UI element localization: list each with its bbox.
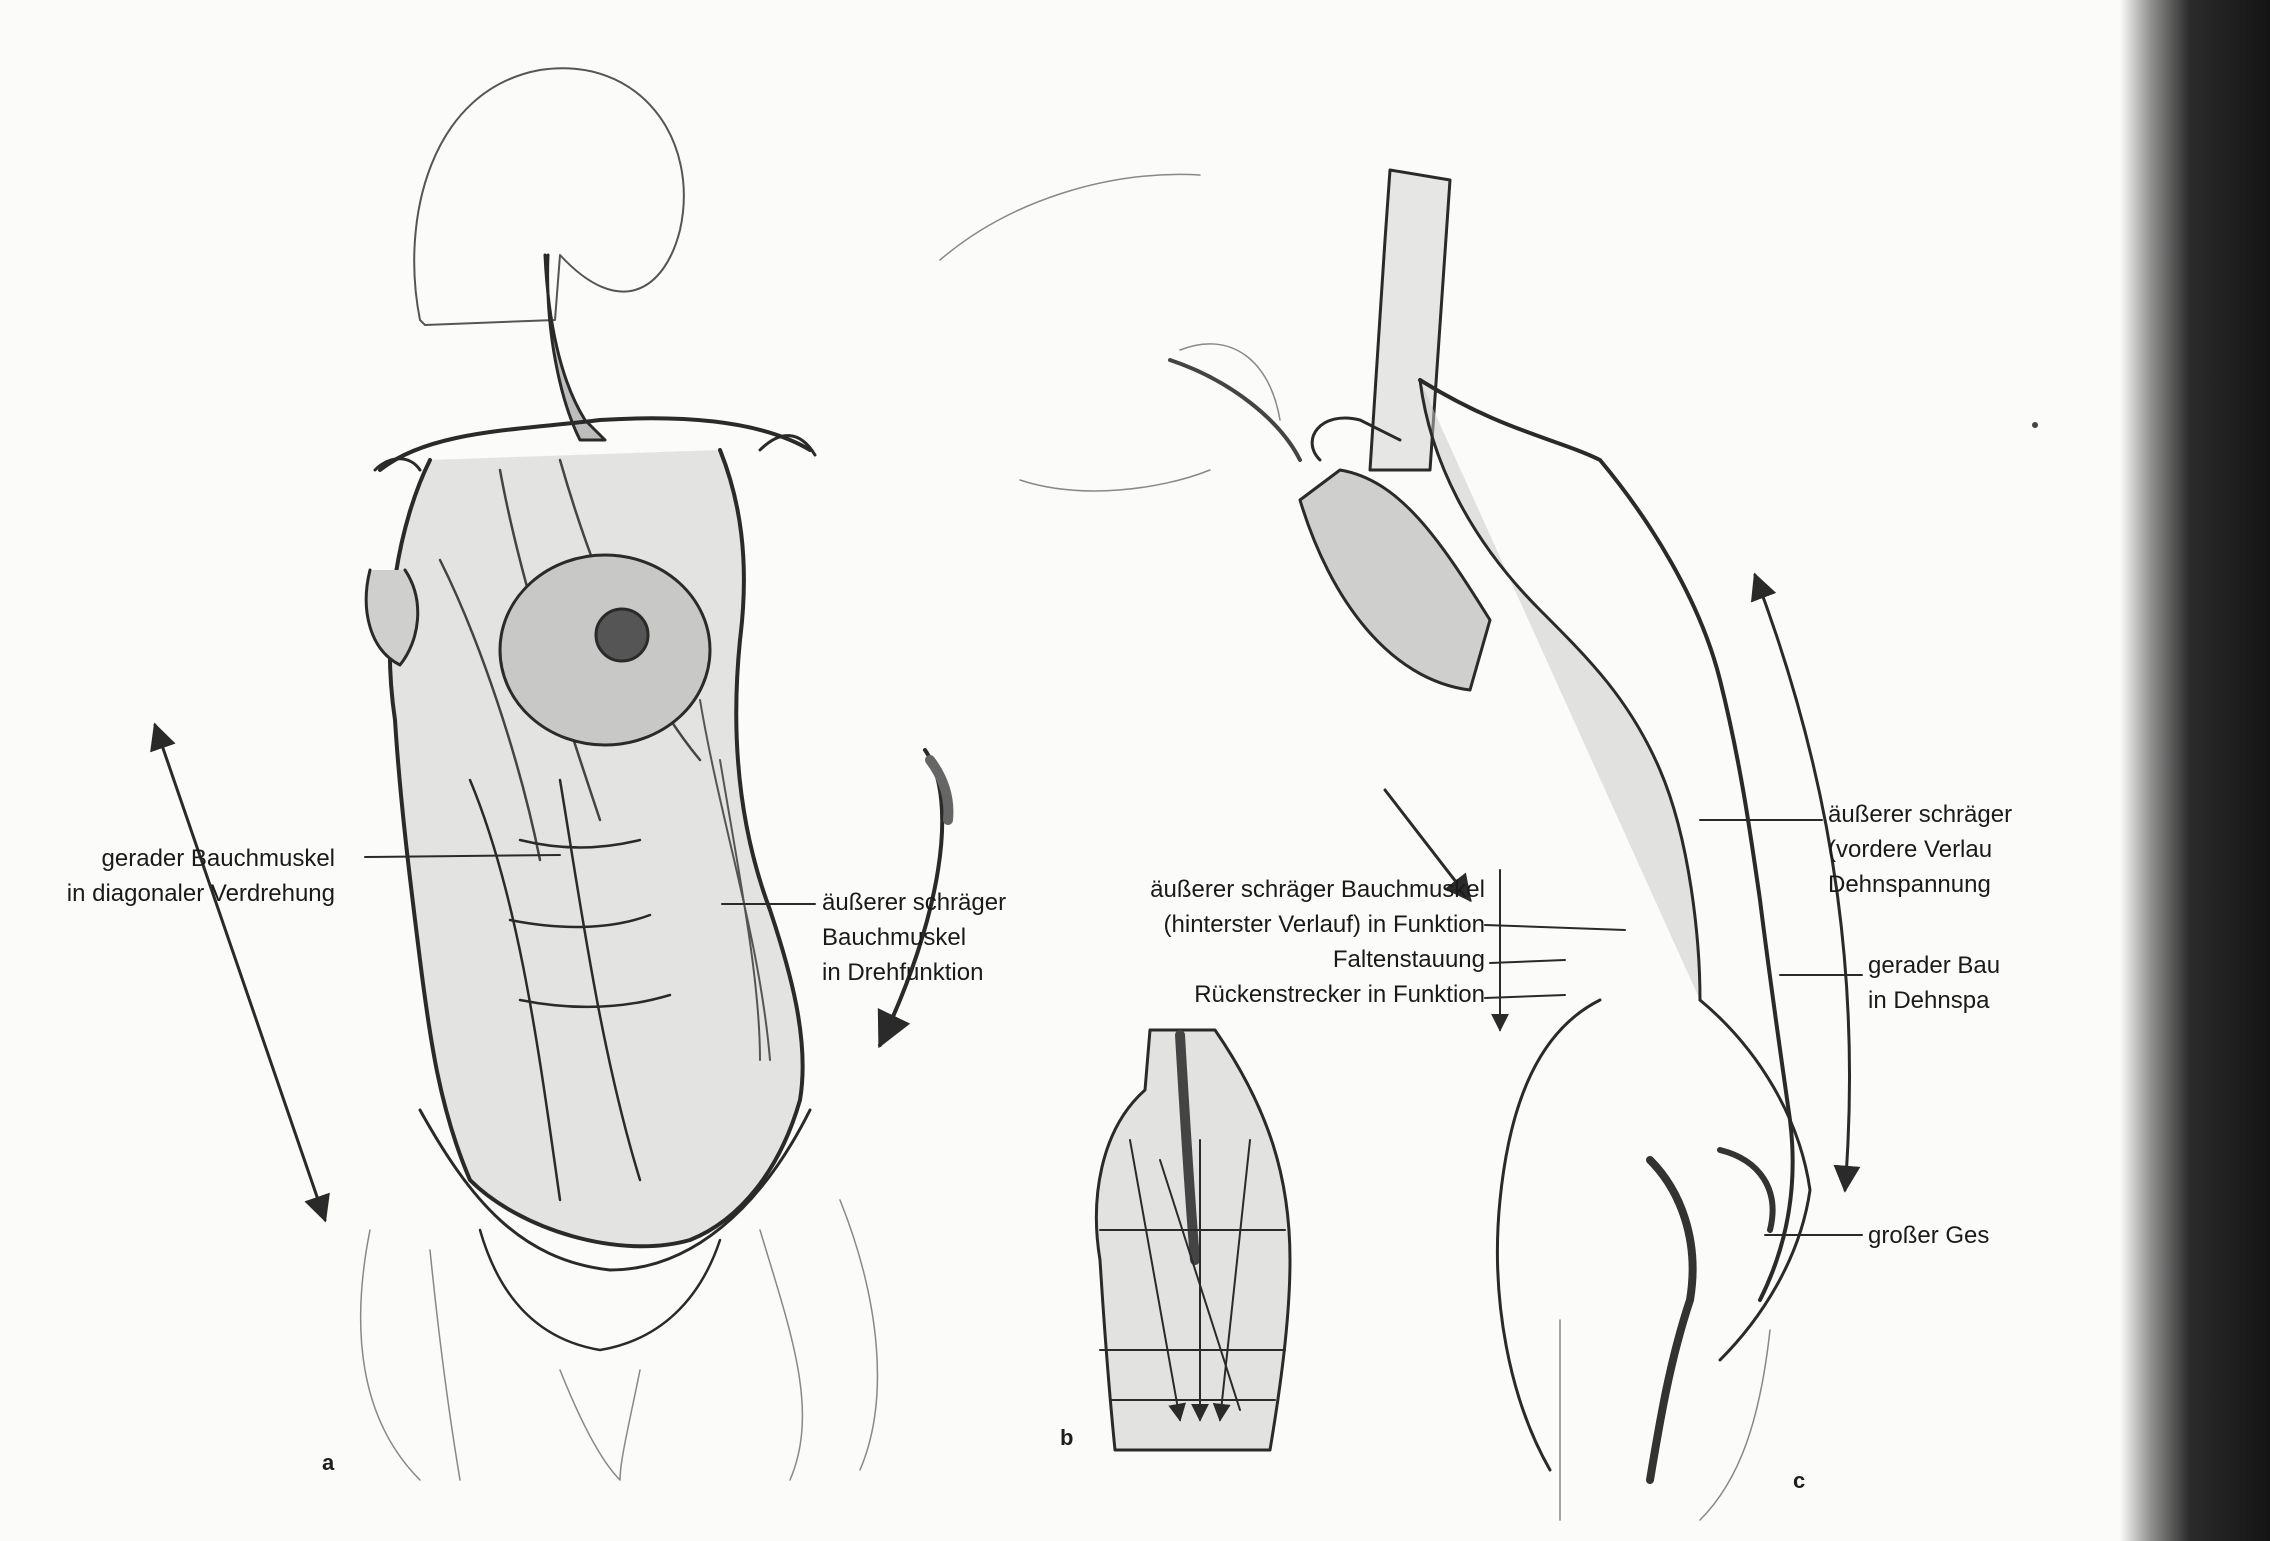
label-line: in diagonaler Verdrehung xyxy=(0,876,335,911)
figure-b-torso xyxy=(1096,1030,1290,1450)
label-line: (hinterster Verlauf) in Funktion xyxy=(1060,907,1485,942)
figure-a-torso xyxy=(155,68,948,1480)
neck-spine xyxy=(545,255,605,440)
label-line: großer Ges xyxy=(1868,1218,1989,1253)
diagonal-arrow-left xyxy=(155,725,325,1220)
label-line: äußerer schräger Bauchmuskel xyxy=(1060,872,1485,907)
label-line: Bauchmuskel xyxy=(822,920,1006,955)
figure-letter-b: b xyxy=(1060,1425,1073,1451)
label-rectus-stretch: gerader Bau in Dehnspa xyxy=(1868,948,2000,1018)
label-oblique-rotation: äußerer schräger Bauchmuskel in Drehfunk… xyxy=(822,885,1006,990)
label-line: in Dehnspa xyxy=(1868,983,2000,1018)
label-oblique-posterior: äußerer schräger Bauchmuskel (hinterster… xyxy=(1060,872,1485,1012)
hip-buttock xyxy=(1497,1000,1810,1470)
label-rectus-diagonal: gerader Bauchmuskel in diagonaler Verdre… xyxy=(0,841,335,911)
label-line: gerader Bau xyxy=(1868,948,2000,983)
figure-letter-c: c xyxy=(1793,1468,1805,1494)
label-line: gerader Bauchmuskel xyxy=(0,841,335,876)
figure-c-torso xyxy=(940,170,1862,1520)
label-line: äußerer schräger xyxy=(822,885,1006,920)
label-oblique-anterior: äußerer schräger (vordere Verlau Dehnspa… xyxy=(1828,797,2012,902)
page-binding-shadow xyxy=(2120,0,2270,1541)
leader-falten xyxy=(1490,960,1565,963)
label-line: Faltenstauung xyxy=(1060,942,1485,977)
label-line: in Drehfunktion xyxy=(822,955,1006,990)
leader-oblique-c-left xyxy=(1485,925,1625,930)
label-line: (vordere Verlau xyxy=(1828,832,2012,867)
figure-letter-a: a xyxy=(322,1450,334,1476)
label-line: äußerer schräger xyxy=(1828,797,2012,832)
label-line: Dehnspannung xyxy=(1828,867,2012,902)
label-gluteus: großer Ges xyxy=(1868,1218,1989,1253)
leader-rueckenstrecker xyxy=(1485,995,1565,998)
label-line: Rückenstrecker in Funktion xyxy=(1060,977,1485,1012)
